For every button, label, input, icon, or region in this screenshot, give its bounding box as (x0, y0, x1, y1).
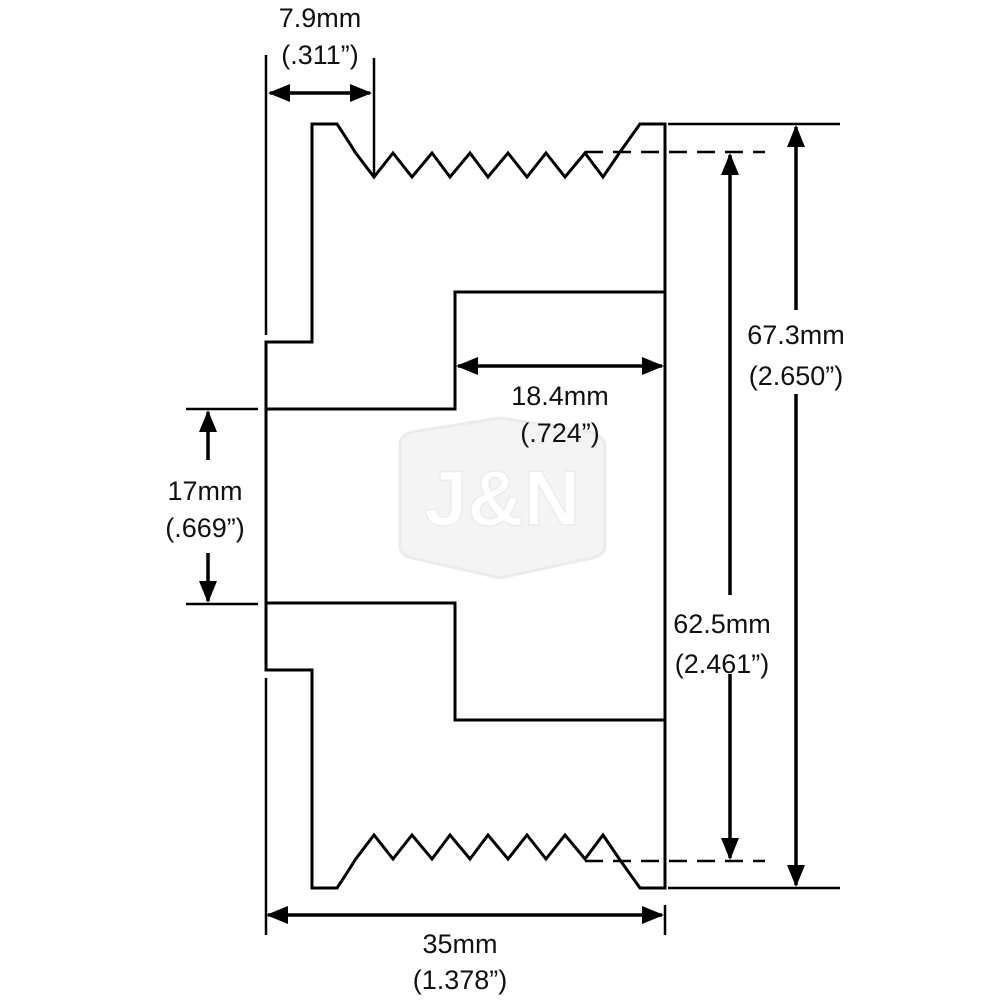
pulley-section-bottom (264, 601, 667, 890)
recess-depth-mm: 18.4mm (511, 381, 609, 411)
jn-watermark-logo: J&N (398, 416, 607, 580)
bore-diameter-inch: (.669”) (165, 513, 245, 543)
groove-diameter-inch: (2.461”) (675, 649, 770, 679)
pulley-section-top (264, 122, 667, 411)
flange-width-inch: (.311”) (281, 40, 359, 70)
recess-depth-inch: (.724”) (520, 418, 600, 448)
watermark-text: J&N (424, 454, 580, 542)
overall-width-mm: 35mm (422, 929, 497, 959)
flange-width-mm: 7.9mm (279, 3, 362, 33)
outer-diameter-inch: (2.650”) (749, 361, 844, 391)
outer-diameter-mm: 67.3mm (747, 320, 845, 350)
overall-width-inch: (1.378”) (413, 965, 508, 995)
bore-diameter-mm: 17mm (167, 476, 242, 506)
groove-diameter-mm: 62.5mm (673, 609, 771, 639)
